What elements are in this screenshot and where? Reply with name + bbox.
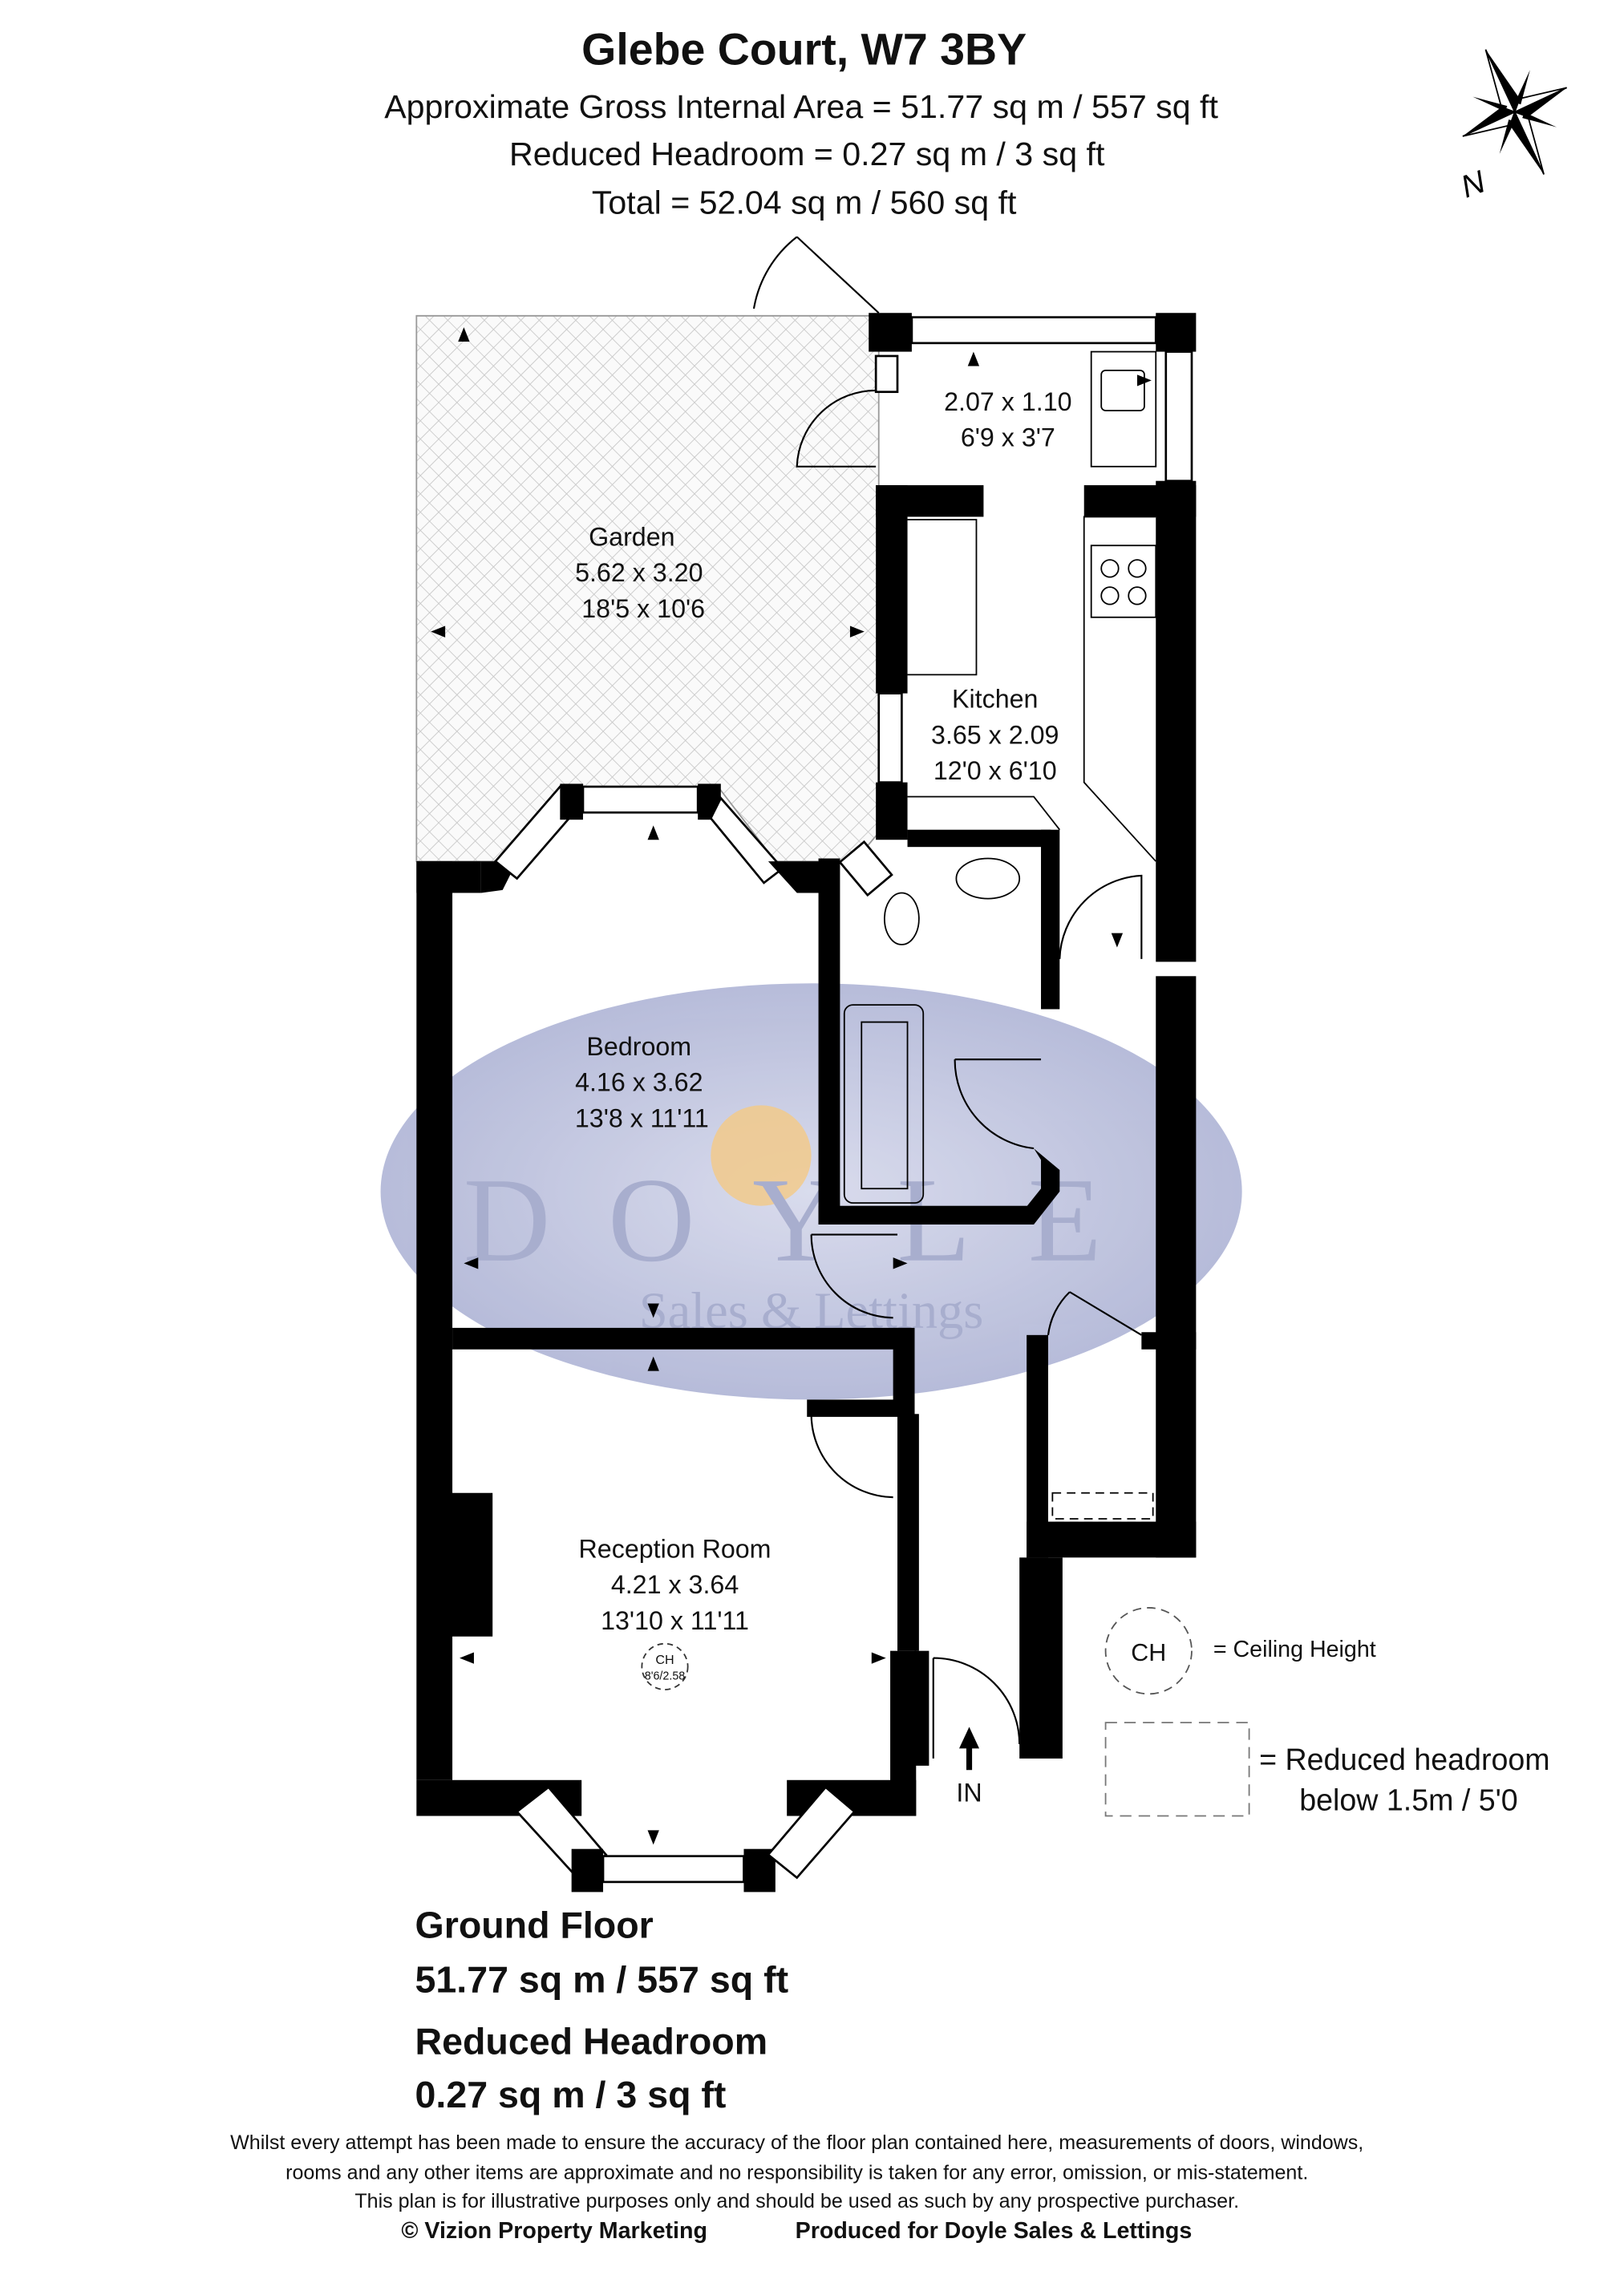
compass-north-label: N [1456, 164, 1490, 204]
garden-imperial: 18'5 x 10'6 [581, 594, 705, 623]
reduced-headroom-text: Reduced Headroom = 0.27 sq m / 3 sq ft [509, 136, 1105, 172]
bath-icon [843, 1004, 925, 1204]
bedroom-imperial: 13'8 x 11'11 [575, 1103, 709, 1132]
legend-reduced-line1: = Reduced headroom [1259, 1743, 1549, 1776]
disclaimer-line-2: rooms and any other items are approximat… [286, 2161, 1308, 2184]
utility-imperial: 6'9 x 3'7 [961, 423, 1055, 452]
doors [752, 236, 1143, 1759]
bedroom-metric: 4.16 x 3.62 [575, 1068, 703, 1097]
reduced-headroom-area [1051, 1492, 1154, 1520]
doyle-watermark-logo: DOYLE Sales & Lettings [380, 983, 1242, 1400]
floor-summary: Ground Floor 51.77 sq m / 557 sq ft Redu… [415, 1905, 789, 2115]
legend: CH = Ceiling Height = Reduced headroom b… [1104, 1607, 1550, 1817]
legend-reduced-line2: below 1.5m / 5'0 [1299, 1783, 1517, 1816]
compass-icon [1462, 49, 1568, 175]
disclaimer-line-3: This plan is for illustrative purposes o… [354, 2190, 1239, 2212]
dimension-markers [431, 327, 1152, 1845]
ceiling-height-label: CH [655, 1653, 674, 1667]
utility-metric: 2.07 x 1.10 [944, 387, 1071, 416]
floor-name: Ground Floor [415, 1905, 654, 1946]
produced-for-text: Produced for Doyle Sales & Lettings [796, 2218, 1193, 2244]
room-kitchen-label: Kitchen 3.65 x 2.09 12'0 x 6'10 [931, 685, 1059, 786]
floor-area: 51.77 sq m / 557 sq ft [415, 1959, 789, 2001]
walls [416, 313, 1197, 1892]
legend-reduced-headroom-icon [1104, 1722, 1250, 1817]
total-area-text: Total = 52.04 sq m / 560 sq ft [592, 184, 1017, 221]
legend-ch-text: = Ceiling Height [1213, 1637, 1376, 1662]
legend-ch-symbol: CH [1131, 1639, 1166, 1666]
header: Glebe Court, W7 3BY Approximate Gross In… [384, 25, 1218, 221]
basin-icon [955, 857, 1021, 900]
garden-name: Garden [589, 522, 674, 551]
reception-name: Reception Room [579, 1534, 772, 1563]
garden-area [415, 314, 880, 862]
reduced-headroom-area-text: 0.27 sq m / 3 sq ft [415, 2074, 727, 2115]
reception-metric: 4.21 x 3.64 [611, 1570, 739, 1599]
room-bedroom-label: Bedroom 4.16 x 3.62 13'8 x 11'11 [575, 1032, 709, 1133]
kitchen-imperial: 12'0 x 6'10 [933, 756, 1057, 785]
legend-ch-symbol-icon [1104, 1607, 1193, 1695]
disclaimer-line-1: Whilst every attempt has been made to en… [230, 2131, 1363, 2154]
kitchen-metric: 3.65 x 2.09 [931, 720, 1059, 749]
hob-icon [1090, 544, 1157, 618]
fixtures [843, 350, 1157, 1520]
toilet-icon [884, 892, 920, 945]
footer: Whilst every attempt has been made to en… [230, 2131, 1363, 2244]
kitchen-name: Kitchen [952, 685, 1038, 714]
bedroom-name: Bedroom [586, 1032, 691, 1061]
ceiling-height-value: 8'6/2.58 [645, 1670, 686, 1682]
room-utility-label: 2.07 x 1.10 6'9 x 3'7 [944, 387, 1071, 452]
sink-icon [1090, 350, 1157, 468]
copyright-text: © Vizion Property Marketing [401, 2218, 707, 2244]
plan-title: Glebe Court, W7 3BY [581, 25, 1027, 75]
entrance-label: IN [956, 1779, 982, 1807]
garden-metric: 5.62 x 3.20 [575, 558, 703, 587]
reduced-headroom-title: Reduced Headroom [415, 2021, 768, 2063]
gross-area-text: Approximate Gross Internal Area = 51.77 … [384, 88, 1218, 125]
room-garden-label: Garden 5.62 x 3.20 18'5 x 10'6 [575, 522, 705, 623]
ceiling-height-marker [641, 1642, 689, 1690]
reception-imperial: 13'10 x 11'11 [601, 1606, 749, 1635]
room-reception-label: Reception Room 4.21 x 3.64 13'10 x 11'11… [579, 1534, 772, 1690]
